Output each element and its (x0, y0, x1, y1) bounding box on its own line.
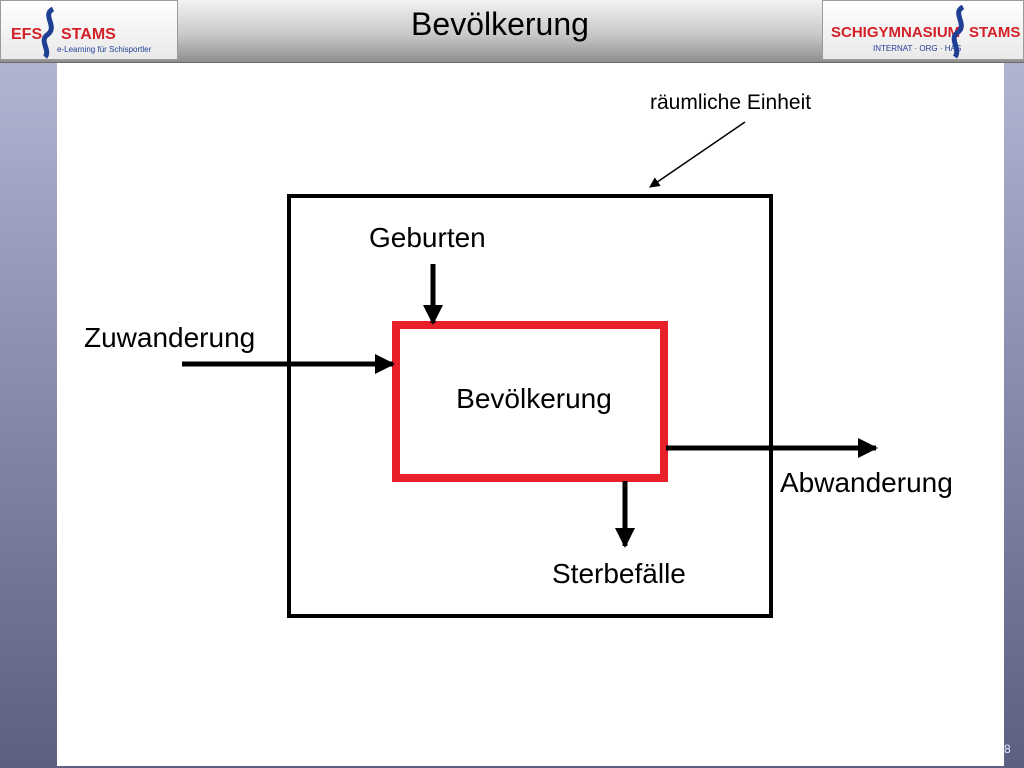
schigymnasium-logo-graphic: SCHIGYMNASIUM STAMS INTERNAT · ORG · HAS (831, 4, 1020, 59)
spatial-unit-frame (287, 194, 773, 618)
page-number: 8 (1004, 742, 1011, 756)
page-title: Bevölkerung (411, 6, 589, 42)
schigymnasium-name: SCHIGYMNASIUM (831, 24, 960, 41)
births-label: Geburten (369, 222, 486, 253)
efs-tagline: e-Learning für Schisportler (57, 45, 152, 54)
schigymnasium-logo: SCHIGYMNASIUM STAMS INTERNAT · ORG · HAS (822, 0, 1024, 60)
efs-stams-logo: EFS STAMS e-Learning für Schisportler (0, 0, 178, 60)
stams-mark: STAMS (61, 26, 116, 43)
slide-header: EFS STAMS e-Learning für Schisportler Be… (0, 0, 1024, 63)
immigration-label: Zuwanderung (84, 322, 255, 353)
efs-stams-logo-graphic: EFS STAMS e-Learning für Schisportler (11, 6, 152, 59)
schigymnasium-stams: STAMS (969, 24, 1020, 41)
efs-mark: EFS (11, 26, 42, 43)
emigration-label: Abwanderung (780, 467, 953, 498)
skier-swoosh-icon (951, 4, 965, 59)
population-box (392, 321, 668, 482)
spatial-unit-annotation: räumliche Einheit (650, 91, 811, 114)
schigymnasium-tagline: INTERNAT · ORG · HAS (873, 44, 961, 53)
annotation-pointer-arrow (649, 121, 746, 188)
slide-content (57, 63, 1004, 766)
population-label: Bevölkerung (456, 383, 612, 414)
deaths-label: Sterbefälle (552, 558, 686, 589)
skier-swoosh-icon (41, 6, 55, 59)
